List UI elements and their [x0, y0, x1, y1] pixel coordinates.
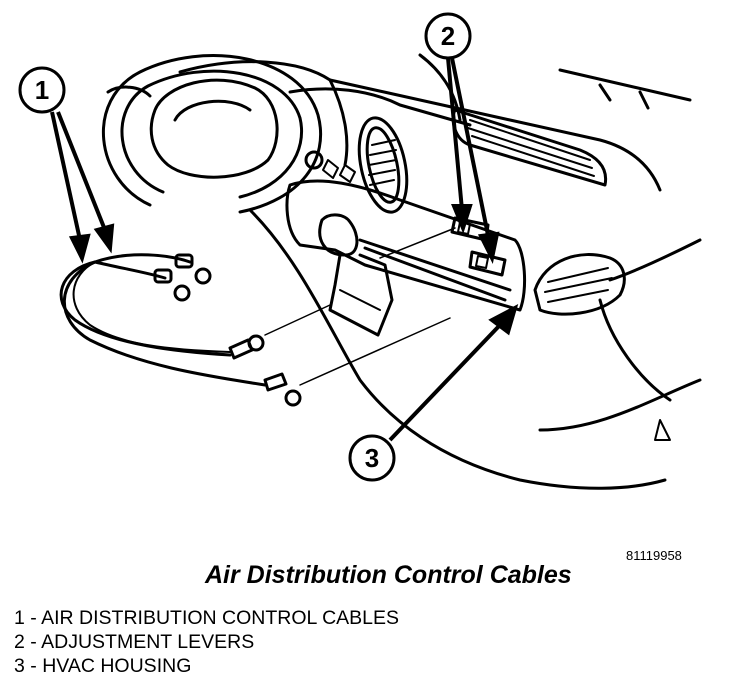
callout-1: 1 [18, 66, 115, 264]
legend-text: ADJUSTMENT LEVERS [41, 631, 255, 653]
air-distribution-cables [59, 253, 302, 407]
legend-text: AIR DISTRIBUTION CONTROL CABLES [41, 607, 400, 629]
legend-item-1: 1 - AIR DISTRIBUTION CONTROL CABLES [14, 607, 400, 629]
legend-number: 3 [14, 655, 25, 677]
legend-number: 2 [14, 631, 25, 653]
legend-number: 1 [14, 607, 25, 629]
right-vent [533, 253, 626, 316]
legend-item-2: 2 - ADJUSTMENT LEVERS [14, 631, 255, 653]
center-vent [357, 116, 409, 214]
callout-2: 2 [424, 12, 500, 265]
svg-text:3: 3 [365, 443, 379, 473]
callout-3: 3 [348, 304, 519, 482]
svg-text:2: 2 [441, 21, 455, 51]
legend: 1 - AIR DISTRIBUTION CONTROL CABLES 2 - … [14, 606, 399, 678]
figure-title: Air Distribution Control Cables [205, 561, 572, 589]
legend-item-3: 3 - HVAC HOUSING [14, 655, 192, 677]
routing-lines [264, 227, 456, 386]
svg-text:1: 1 [35, 75, 49, 105]
figure-id: 81119958 [626, 548, 682, 563]
dashboard-illustration: 1 2 3 [18, 12, 702, 490]
steering-wheel [101, 54, 323, 214]
legend-text: HVAC HOUSING [42, 655, 192, 677]
